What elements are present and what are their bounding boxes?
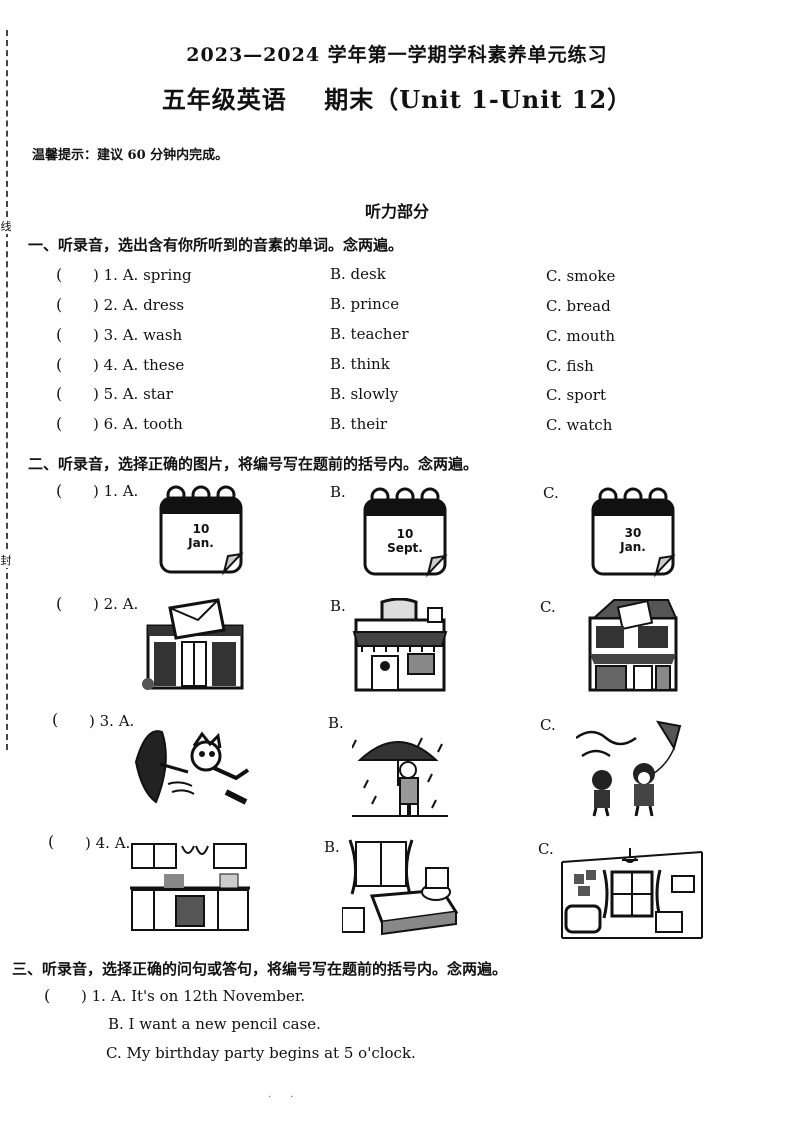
s3-q1-option-a: ) 1. A. It's on 12th November. bbox=[81, 987, 306, 1005]
calendar-c-day: 30 bbox=[624, 526, 642, 540]
answer-bracket[interactable]: ( bbox=[56, 325, 63, 344]
calendar-b-month: Sept. bbox=[387, 541, 423, 555]
answer-bracket[interactable]: ( bbox=[56, 384, 63, 403]
section3-title: 三、听录音，选择正确的问句或答句，将编号写在题前的括号内。念两遍。 bbox=[12, 960, 508, 978]
bookshop-icon[interactable] bbox=[584, 596, 684, 694]
binding-cut-line bbox=[6, 30, 8, 750]
s1-q6-option-c: C. watch bbox=[546, 416, 613, 434]
bedroom-icon[interactable] bbox=[342, 838, 458, 938]
s1-q1-option-b: B. desk bbox=[330, 265, 386, 283]
s2-q1-label-b: B. bbox=[330, 483, 346, 501]
s1-q3-option-a: ) 3. A. wash bbox=[93, 326, 183, 344]
answer-bracket[interactable]: ( bbox=[56, 481, 63, 500]
living-room-icon[interactable] bbox=[560, 846, 704, 942]
section2-title: 二、听录音，选择正确的图片，将编号写在题前的括号内。念两遍。 bbox=[28, 455, 479, 473]
s1-q4-option-a: ) 4. A. these bbox=[93, 356, 185, 374]
s1-q1-option-c: C. smoke bbox=[546, 267, 616, 285]
s1-q6-option-b: B. their bbox=[330, 415, 388, 433]
s2-q2-label-b: B. bbox=[330, 597, 346, 615]
s2-q4-label-b: B. bbox=[324, 838, 340, 856]
s1-q6-option-a: ) 6. A. tooth bbox=[93, 415, 183, 433]
s3-q1-option-c: C. My birthday party begins at 5 o'clock… bbox=[106, 1044, 416, 1062]
s2-q4-label-c: C. bbox=[538, 840, 554, 858]
margin-char-seal: 封 bbox=[0, 552, 12, 568]
s2-q3-label-a: ) 3. A. bbox=[89, 712, 135, 730]
s1-q5-option-a: ) 5. A. star bbox=[93, 385, 173, 403]
kitchen-icon[interactable] bbox=[130, 840, 250, 934]
answer-bracket[interactable]: ( bbox=[56, 414, 63, 433]
s1-q2-option-c: C. bread bbox=[546, 297, 611, 315]
exam-title-line1: 2023—2024 学年第一学期学科素养单元练习 bbox=[186, 44, 608, 66]
s2-q2-label-a: ) 2. A. bbox=[93, 595, 139, 613]
s2-q2-label-c: C. bbox=[540, 598, 556, 616]
calendar-c-month: Jan. bbox=[620, 540, 646, 554]
s1-q3-option-c: C. mouth bbox=[546, 327, 616, 345]
s1-q2-option-a: ) 2. A. dress bbox=[93, 296, 185, 314]
s1-q1-option-a: ) 1. A. spring bbox=[93, 266, 192, 284]
calendar-icon-b[interactable] bbox=[362, 486, 448, 578]
calendar-a-month: Jan. bbox=[188, 536, 214, 550]
s1-q4-option-b: B. think bbox=[330, 355, 390, 373]
s1-q5-option-b: B. slowly bbox=[330, 385, 399, 403]
s2-q3-label-c: C. bbox=[540, 716, 556, 734]
calendar-b-day: 10 bbox=[396, 527, 414, 541]
s2-q3-label-b: B. bbox=[328, 714, 344, 732]
answer-bracket[interactable]: ( bbox=[56, 355, 63, 374]
post-office-icon[interactable] bbox=[140, 598, 252, 692]
kite-flying-icon[interactable] bbox=[576, 718, 684, 818]
s1-q2-option-b: B. prince bbox=[330, 295, 400, 313]
calendar-a-day: 10 bbox=[192, 522, 210, 536]
exam-title-line2: 五年级英语 期末（Unit 1-Unit 12） bbox=[161, 85, 633, 114]
answer-bracket[interactable]: ( bbox=[56, 295, 63, 314]
answer-bracket[interactable]: ( bbox=[56, 265, 63, 284]
s1-q3-option-b: B. teacher bbox=[330, 325, 409, 343]
footer-dots: · · bbox=[268, 1092, 294, 1103]
s1-q5-option-c: C. sport bbox=[546, 386, 607, 404]
answer-bracket[interactable]: ( bbox=[56, 594, 63, 613]
section1-title: 一、听录音，选出含有你所听到的音素的单词。念两遍。 bbox=[28, 236, 404, 254]
rainy-umbrella-icon[interactable] bbox=[352, 730, 448, 818]
bakery-icon[interactable] bbox=[352, 598, 448, 694]
margin-char-line: 线 bbox=[0, 218, 12, 234]
s3-q1-option-b: B. I want a new pencil case. bbox=[108, 1015, 321, 1033]
answer-bracket[interactable]: ( bbox=[48, 832, 55, 851]
calendar-icon-a[interactable] bbox=[158, 484, 244, 576]
answer-bracket[interactable]: ( bbox=[44, 986, 51, 1005]
part-title: 听力部分 bbox=[364, 202, 429, 221]
calendar-icon-c[interactable] bbox=[590, 486, 676, 578]
s2-q1-label-c: C. bbox=[543, 484, 559, 502]
windy-umbrella-icon[interactable] bbox=[132, 722, 252, 806]
answer-bracket[interactable]: ( bbox=[52, 710, 59, 729]
s2-q4-label-a: ) 4. A. bbox=[85, 834, 131, 852]
s1-q4-option-c: C. fish bbox=[546, 357, 594, 375]
s2-q1-label-a: ) 1. A. bbox=[93, 482, 139, 500]
time-tip: 温馨提示：建议 60 分钟内完成。 bbox=[32, 148, 229, 163]
